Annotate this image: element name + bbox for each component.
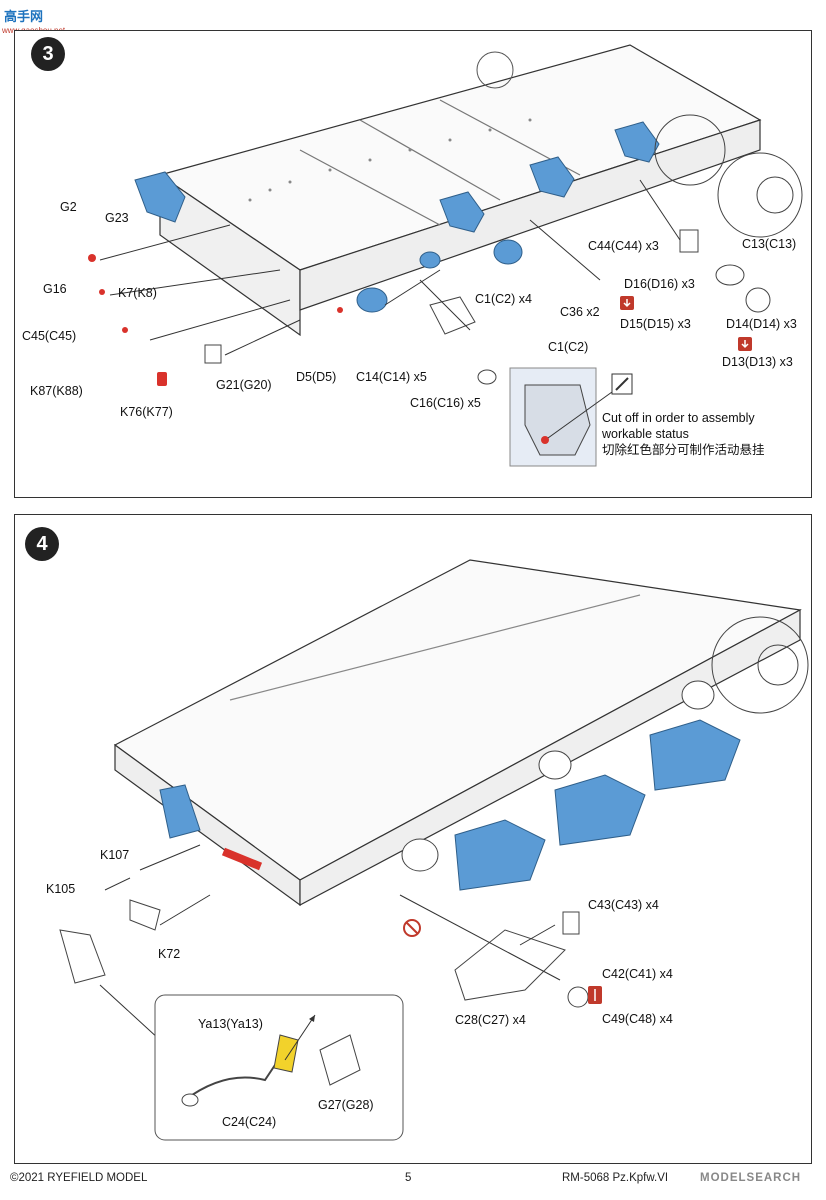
label-g2: G2 [60, 200, 77, 214]
label-c49: C49(C48) x4 [602, 1012, 673, 1026]
label-c43: C43(C43) x4 [588, 898, 659, 912]
footer-page-number: 5 [405, 1172, 412, 1184]
label-d16: D16(D16) x3 [624, 277, 695, 291]
label-g16: G16 [43, 282, 67, 296]
label-d13: D13(D13) x3 [722, 355, 793, 369]
label-d5: D5(D5) [296, 370, 337, 384]
cut-off-note-cn: 切除红色部分可制作活动悬挂 [602, 443, 765, 457]
step3-sprocket [654, 114, 803, 238]
label-c13: C13(C13) [742, 237, 797, 251]
label-g23: G23 [105, 211, 129, 225]
step3-hull [158, 44, 762, 337]
footer-product: RM-5068 Pz.Kpfw.VI [562, 1172, 669, 1184]
label-c24: C24(C24) [222, 1115, 277, 1129]
label-c28: C28(C27) x4 [455, 1013, 526, 1027]
step4-parts [59, 680, 715, 1008]
label-c16: C16(C16) x5 [410, 396, 481, 410]
watermark-logo: 高手网 [4, 6, 43, 25]
label-k105: K105 [46, 882, 76, 896]
watermark-modelsearch: MODELSEARCH [700, 1172, 802, 1184]
step3-red-cut-marks [88, 254, 343, 386]
step3-hatch [476, 51, 514, 89]
label-g21: G21(G20) [216, 378, 272, 392]
label-d15: D15(D15) x3 [620, 317, 691, 331]
label-c36: C36 x2 [560, 305, 600, 319]
label-k107: K107 [100, 848, 130, 862]
label-detail-c1: C1(C2) [548, 340, 589, 354]
step4-sprocket [711, 616, 809, 714]
step-3-badge: 3 [31, 37, 65, 71]
label-k72: K72 [158, 947, 181, 961]
label-k87: K87(K88) [30, 384, 83, 398]
step3-blue-parts [134, 121, 660, 313]
label-c14: C14(C14) x5 [356, 370, 427, 384]
step4-leader-lines [99, 844, 561, 1041]
label-k76: K76(K77) [120, 405, 173, 419]
step-4-badge: 4 [25, 527, 59, 561]
step4-blue-parts [159, 719, 741, 891]
label-ya13: Ya13(Ya13) [198, 1017, 263, 1031]
label-k7: K7(K8) [118, 286, 157, 300]
label-c44: C44(C44) x3 [588, 239, 659, 253]
watermark-title: 高手网 [4, 10, 44, 25]
step-4-panel: 4 [14, 514, 812, 1164]
label-c42: C42(C41) x4 [602, 967, 673, 981]
step3-leader-lines [99, 179, 681, 356]
step3-small-parts [204, 229, 771, 385]
footer-copyright: ©2021 RYEFIELD MODEL [10, 1172, 148, 1184]
label-g27: G27(G28) [318, 1098, 374, 1112]
label-d14: D14(D14) x3 [726, 317, 797, 331]
label-c45: C45(C45) [22, 329, 77, 343]
step4-red-cut [221, 847, 263, 871]
cut-off-note: Cut off in order to assembly workable st… [602, 411, 755, 441]
label-c1: C1(C2) x4 [475, 292, 532, 306]
step3-rivets [248, 118, 532, 202]
